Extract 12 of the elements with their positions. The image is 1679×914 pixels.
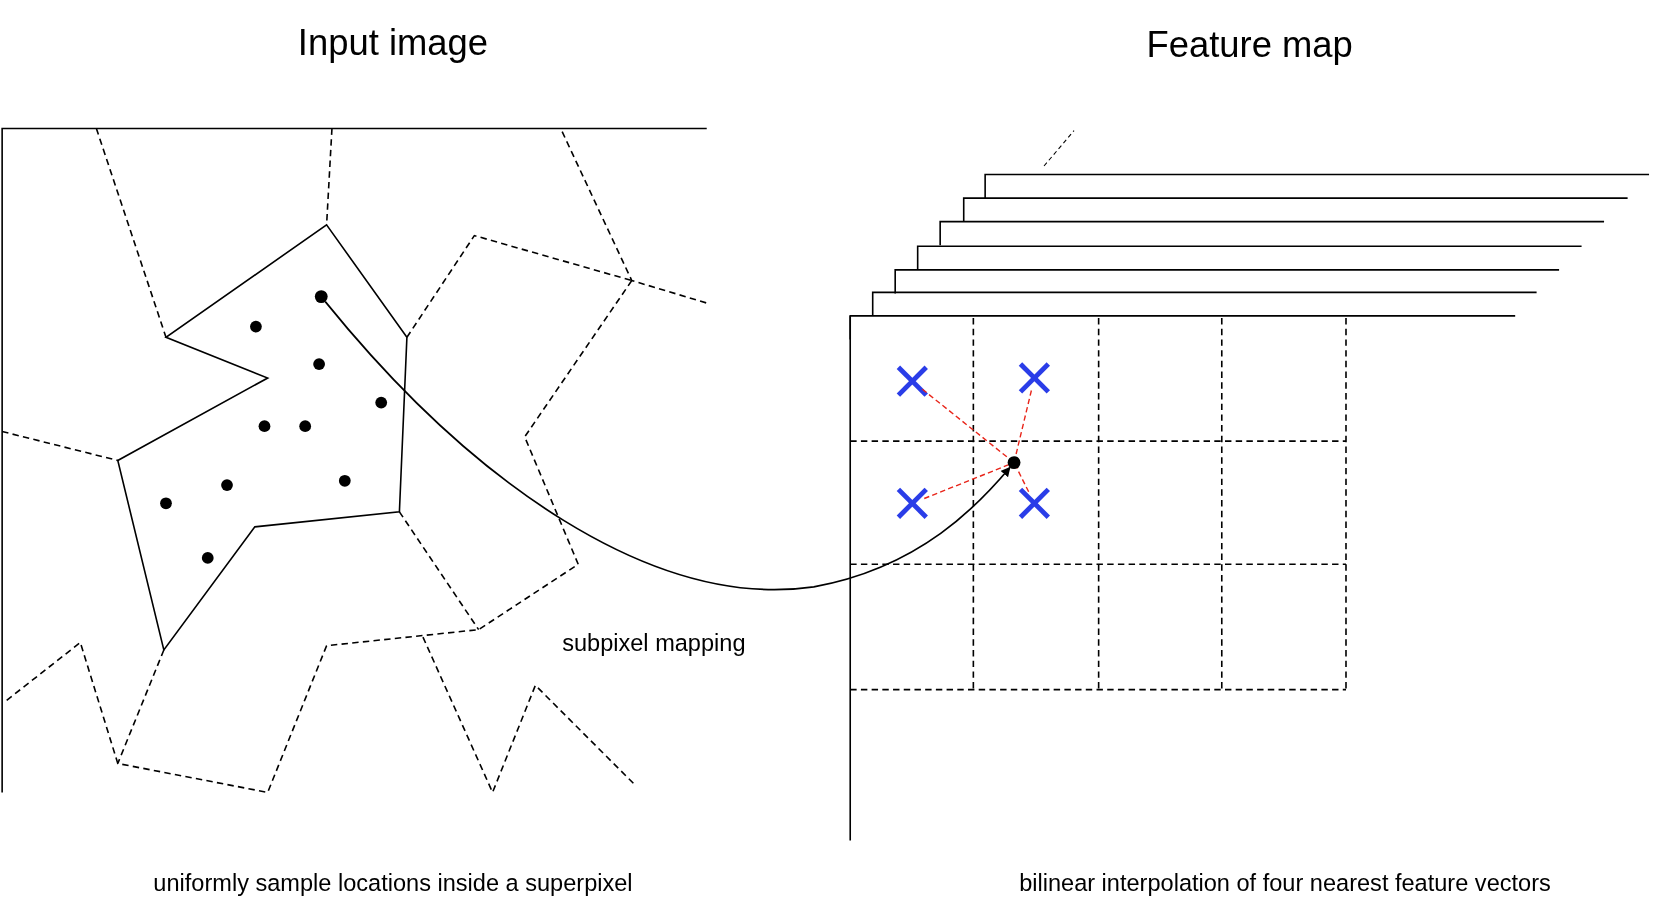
caption: uniformly sample locations inside a superpixel [153, 869, 633, 898]
caption: bilinear interpolation of four nearest feature vectors [1019, 869, 1551, 898]
panel-title: Input image [297, 21, 489, 64]
sample-point [314, 290, 328, 304]
arrow [324, 300, 1011, 591]
edge-label: subpixel mapping [562, 629, 746, 658]
cross-mark-icon [896, 487, 928, 519]
panel-title: Feature map [1146, 24, 1353, 66]
cross-mark-icon [1018, 362, 1050, 394]
cross-mark-icon [1018, 487, 1050, 519]
sample-point [1007, 456, 1021, 469]
cross-mark-icon [896, 365, 928, 397]
